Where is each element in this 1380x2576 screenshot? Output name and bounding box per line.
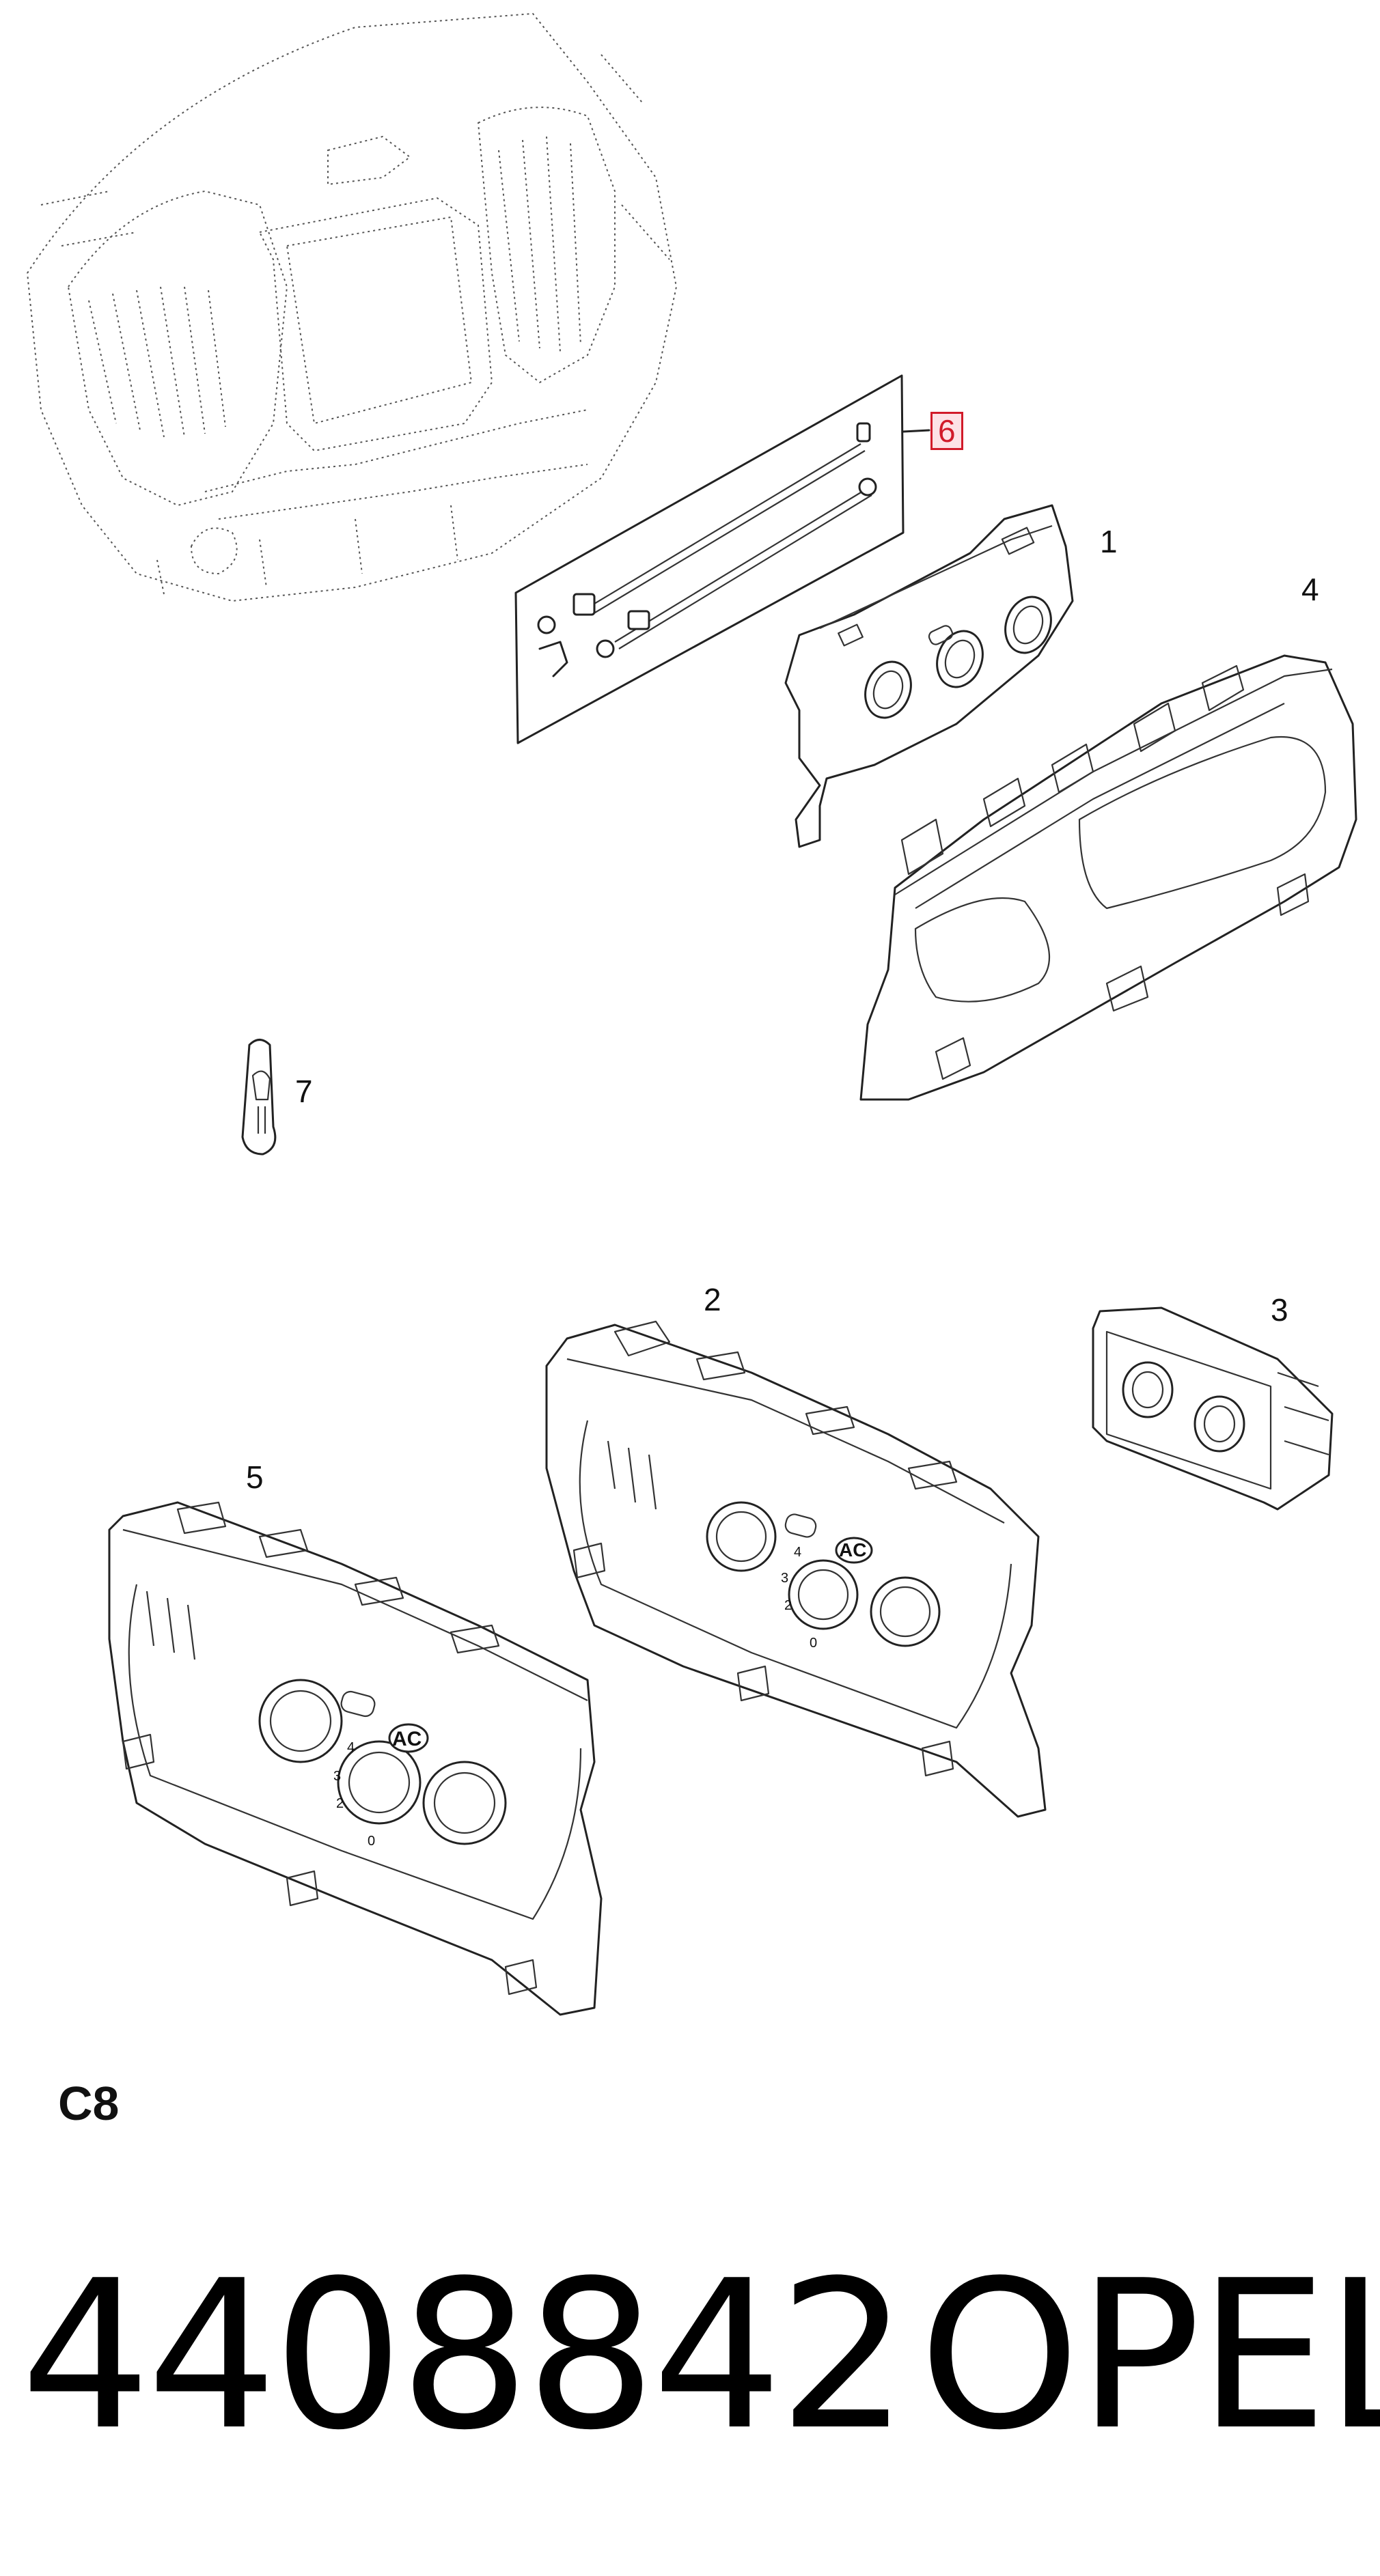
control-unit-part-1 [784,504,1074,848]
fan-speed-4-label-part-5: 4 [347,1740,355,1755]
fan-speed-2-label-part-2: 2 [784,1598,792,1613]
callout-6-highlighted[interactable]: 6 [930,412,963,450]
cable-set-box [514,374,930,744]
fan-speed-3-label-part-5: 3 [333,1769,342,1784]
fan-speed-2-label-part-5: 2 [336,1796,344,1811]
sheet-code: C8 [58,2077,120,2130]
fan-speed-3-label-part-2: 3 [781,1571,789,1586]
bulb-part-7 [241,1039,277,1156]
part-number: 4408842 [20,2237,909,2475]
callout-4: 4 [1301,572,1319,607]
control-panel-part-2 [545,1320,1047,1818]
fan-speed-0-label-part-5: 0 [368,1834,376,1849]
bezel-part-4 [859,654,1357,1101]
callout-7: 7 [295,1074,313,1109]
bezel-part-5 [108,1501,603,2016]
brand-name: OPEL [919,2237,1380,2475]
fan-speed-4-label-part-2: 4 [794,1545,802,1560]
dashboard-background [26,12,678,602]
ac-label-part-5: AC [392,1728,422,1750]
callout-2: 2 [704,1282,721,1317]
callout-3: 3 [1271,1292,1288,1328]
callout-5: 5 [246,1459,264,1495]
ac-label-part-2: AC [839,1539,867,1560]
callout-1: 1 [1100,524,1118,559]
switch-part-3 [1092,1306,1334,1511]
fan-speed-0-label-part-2: 0 [810,1636,818,1651]
